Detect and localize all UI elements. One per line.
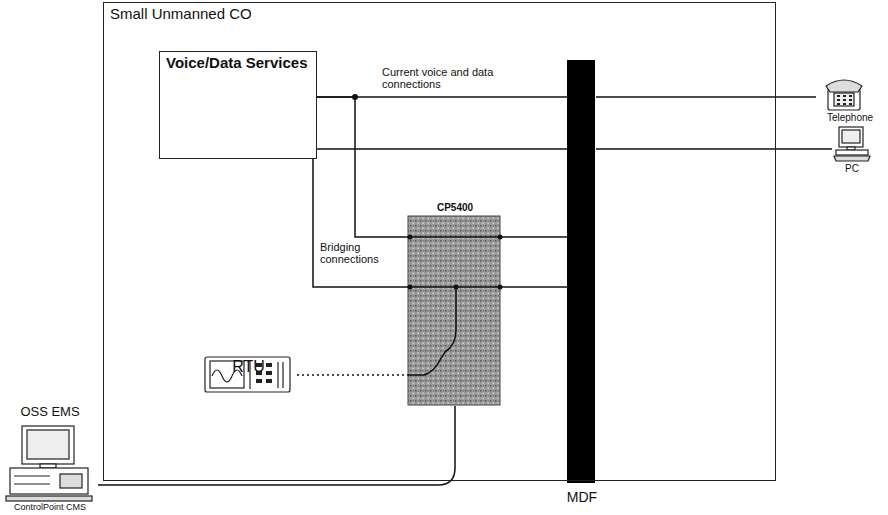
endpoint-node: PC bbox=[832, 125, 872, 175]
circuit-line bbox=[501, 286, 568, 288]
circuit-line bbox=[596, 148, 832, 150]
mdf-bar bbox=[567, 60, 595, 483]
junction-dots bbox=[310, 94, 503, 290]
node-label: Small Unmanned CO bbox=[110, 5, 252, 22]
device-box: CP5400 bbox=[409, 201, 501, 406]
annotation-label: Current voice and data connections bbox=[382, 66, 494, 90]
frame-bar: MDF bbox=[568, 61, 596, 484]
telephone-icon bbox=[826, 80, 862, 110]
node-label: Voice/Data Services bbox=[166, 54, 307, 73]
node-sublabel: ControlPoint CMS bbox=[2, 502, 98, 513]
node-label: Telephone bbox=[812, 112, 888, 124]
cp5400-chassis bbox=[408, 216, 500, 405]
dotted-link bbox=[296, 374, 409, 376]
node-label: RTU bbox=[201, 358, 296, 414]
node-label: PC bbox=[828, 163, 876, 175]
endpoint-node: Telephone bbox=[816, 76, 884, 124]
circuit-line bbox=[317, 97, 409, 237]
circuit-line bbox=[596, 96, 816, 98]
pc-icon bbox=[834, 127, 870, 161]
workstation-node: OSS EMS ControlPoint CMS bbox=[2, 404, 98, 513]
node-label: MDF bbox=[556, 489, 608, 505]
service-box: Voice/Data Services bbox=[159, 51, 317, 159]
device-icon-node: RTU bbox=[201, 356, 296, 414]
internal-wires bbox=[408, 237, 500, 375]
circuit-line bbox=[313, 149, 409, 287]
circuit-line bbox=[98, 406, 455, 485]
node-label: CP5400 bbox=[399, 201, 511, 215]
annotation-label: Bridging connections bbox=[320, 241, 400, 265]
node-label: OSS EMS bbox=[2, 404, 98, 420]
computer-icon bbox=[6, 426, 92, 501]
circuit-line bbox=[501, 236, 568, 238]
